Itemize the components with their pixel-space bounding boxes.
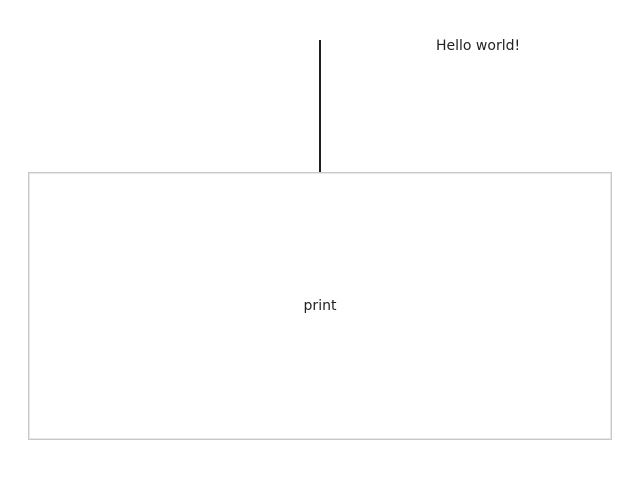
- vertical-divider-line: [319, 40, 321, 173]
- print-button-label: print: [303, 298, 337, 314]
- print-button[interactable]: print: [28, 172, 612, 440]
- hello-world-text: Hello world!: [436, 38, 521, 54]
